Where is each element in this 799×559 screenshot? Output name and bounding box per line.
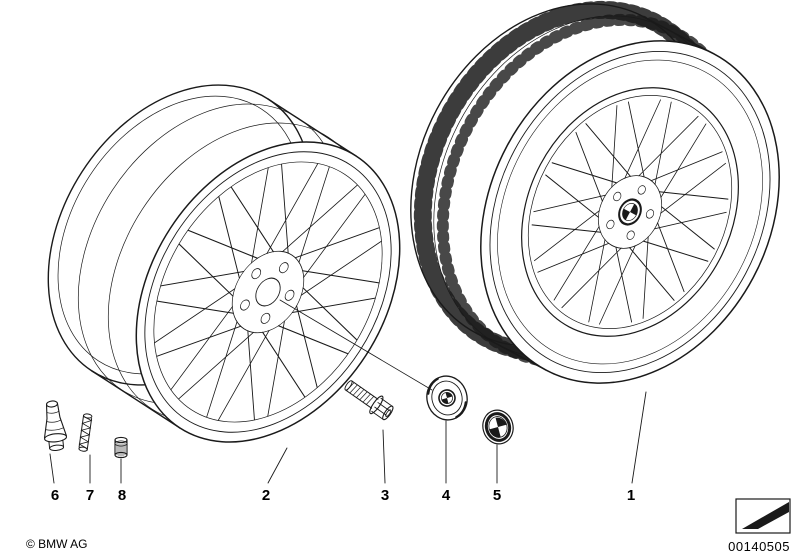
valve-stem-illustration (43, 400, 68, 451)
callout-6[interactable]: 6 (51, 487, 59, 504)
callout-4[interactable]: 4 (442, 487, 451, 504)
direction-arrow-legend (735, 498, 791, 534)
valve-cap-illustration (114, 436, 128, 459)
callout-5[interactable]: 5 (493, 487, 501, 504)
bmw-roundel-center-icon (618, 198, 642, 226)
document-number: 00140505 (728, 539, 790, 554)
barrel-silhouette-top (267, 98, 357, 157)
direction-arrow-highlight (743, 504, 781, 528)
valve-core-illustration (78, 413, 93, 452)
callout-line-6 (49, 453, 55, 484)
bmw-emblem-illustration (482, 409, 514, 445)
bmw-roundel-cap-icon (438, 389, 456, 407)
callout-line-2 (267, 447, 288, 484)
hub-cap-illustration (426, 375, 468, 421)
callout-1[interactable]: 1 (627, 487, 635, 504)
callout-2[interactable]: 2 (262, 487, 270, 504)
callout-8[interactable]: 8 (118, 487, 126, 504)
callout-7[interactable]: 7 (86, 487, 94, 504)
callout-3[interactable]: 3 (381, 487, 389, 504)
legend-box (735, 498, 791, 534)
callout-line-3 (382, 429, 386, 484)
wheel-bolt-illustration (344, 380, 394, 421)
callout-line-1 (631, 391, 647, 484)
barrel-silhouette-bottom (91, 370, 181, 429)
direction-arrow-icon (742, 502, 789, 529)
wheel-with-tire-illustration (410, 0, 780, 384)
copyright-text: © BMW AG (26, 537, 88, 551)
alloy-wheel-illustration (47, 84, 454, 492)
assembly-axis-line (279, 299, 433, 391)
